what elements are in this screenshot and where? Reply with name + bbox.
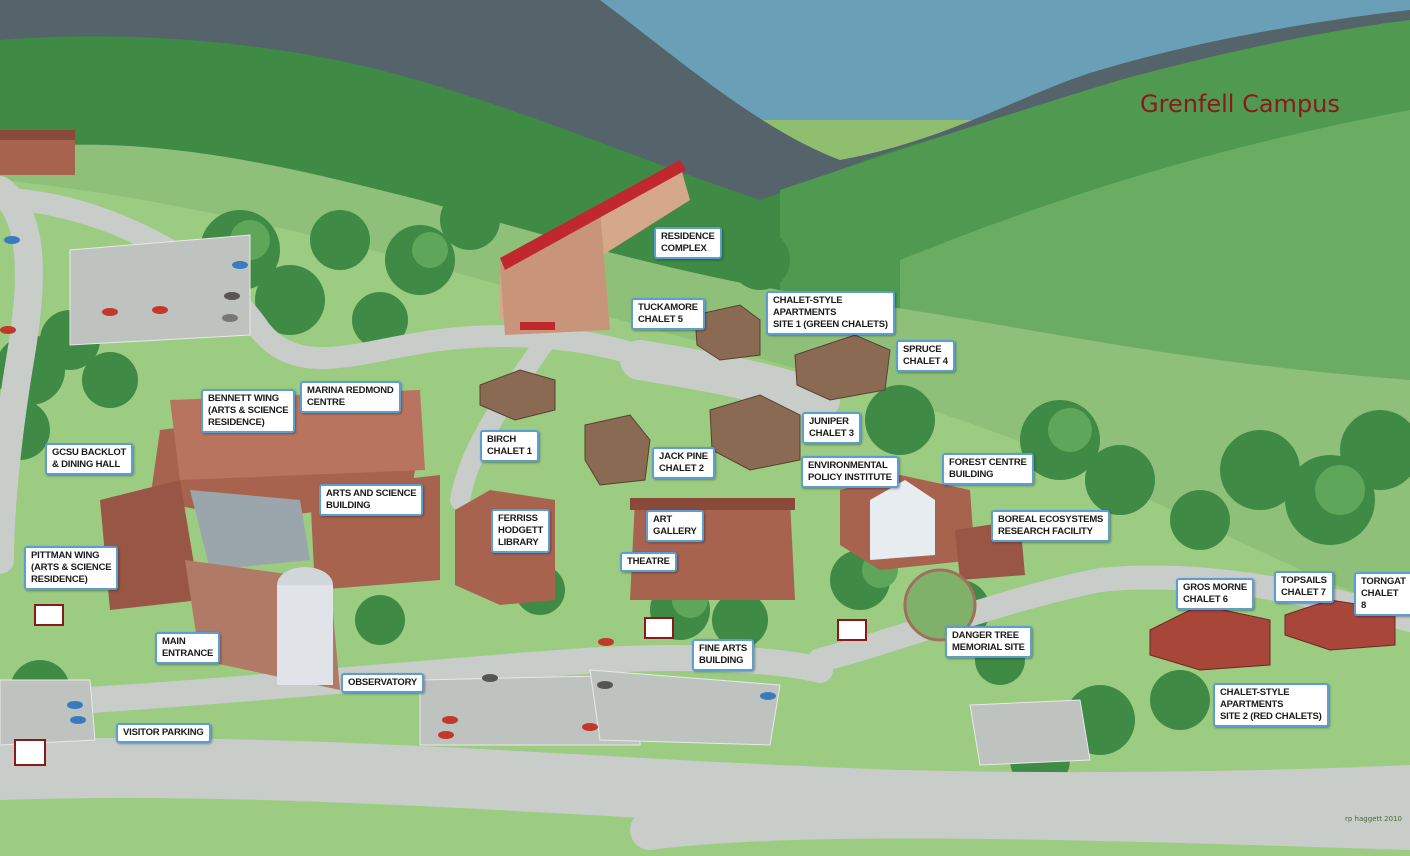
- label-forest-centre-building[interactable]: FOREST CENTRE BUILDING: [942, 453, 1034, 485]
- label-chalet-apartments-site-2[interactable]: CHALET-STYLE APARTMENTS SITE 2 (RED CHAL…: [1213, 683, 1329, 727]
- label-theatre[interactable]: THEATRE: [620, 552, 677, 572]
- label-pittman-wing[interactable]: PITTMAN WING (ARTS & SCIENCE RESIDENCE): [24, 546, 119, 590]
- label-visitor-parking[interactable]: VISITOR PARKING: [116, 723, 211, 743]
- label-observatory[interactable]: OBSERVATORY: [341, 673, 425, 693]
- map-title: Grenfell Campus: [1140, 90, 1340, 118]
- label-environmental-policy-institute[interactable]: ENVIRONMENTAL POLICY INSTITUTE: [801, 456, 899, 488]
- label-danger-tree-memorial[interactable]: DANGER TREE MEMORIAL SITE: [945, 626, 1032, 658]
- label-boreal-ecosystems[interactable]: BOREAL ECOSYSTEMS RESEARCH FACILITY: [991, 510, 1111, 542]
- label-jack-pine-chalet-2[interactable]: JACK PINE CHALET 2: [652, 447, 715, 479]
- label-tuckamore-chalet-5[interactable]: TUCKAMORE CHALET 5: [631, 298, 705, 330]
- label-chalet-apartments-site-1[interactable]: CHALET-STYLE APARTMENTS SITE 1 (GREEN CH…: [766, 291, 895, 335]
- label-torngat-chalet-8[interactable]: TORNGAT CHALET 8: [1354, 572, 1410, 616]
- label-marina-redmond-centre[interactable]: MARINA REDMOND CENTRE: [300, 381, 401, 413]
- building-top-left: [0, 130, 75, 175]
- label-main-entrance[interactable]: MAIN ENTRANCE: [155, 632, 221, 664]
- map-credit: rp haggett 2010: [1345, 815, 1402, 823]
- label-spruce-chalet-4[interactable]: SPRUCE CHALET 4: [896, 340, 955, 372]
- label-birch-chalet-1[interactable]: BIRCH CHALET 1: [480, 430, 539, 462]
- parked-cars: [0, 236, 776, 739]
- academic-buildings: [100, 390, 440, 690]
- label-gros-morne-chalet-6[interactable]: GROS MORNE CHALET 6: [1176, 578, 1254, 610]
- label-ferriss-hodgett-library[interactable]: FERRISS HODGETT LIBRARY: [491, 509, 551, 553]
- roads: [0, 176, 1410, 850]
- label-fine-arts-building[interactable]: FINE ARTS BUILDING: [692, 639, 754, 671]
- label-art-gallery[interactable]: ART GALLERY: [646, 510, 704, 542]
- chalets: [479, 304, 891, 486]
- signs: [14, 604, 867, 766]
- label-gcsu-backlot[interactable]: GCSU BACKLOT & DINING HALL: [45, 443, 134, 475]
- danger-tree-garden: [903, 568, 977, 642]
- label-juniper-chalet-3[interactable]: JUNIPER CHALET 3: [802, 412, 861, 444]
- label-topsails-chalet-7[interactable]: TOPSAILS CHALET 7: [1274, 571, 1334, 603]
- label-arts-and-science-building[interactable]: ARTS AND SCIENCE BUILDING: [319, 484, 424, 516]
- label-residence-complex[interactable]: RESIDENCE COMPLEX: [654, 227, 722, 259]
- residence-complex-building: [500, 160, 690, 335]
- label-bennett-wing[interactable]: BENNETT WING (ARTS & SCIENCE RESIDENCE): [201, 389, 296, 433]
